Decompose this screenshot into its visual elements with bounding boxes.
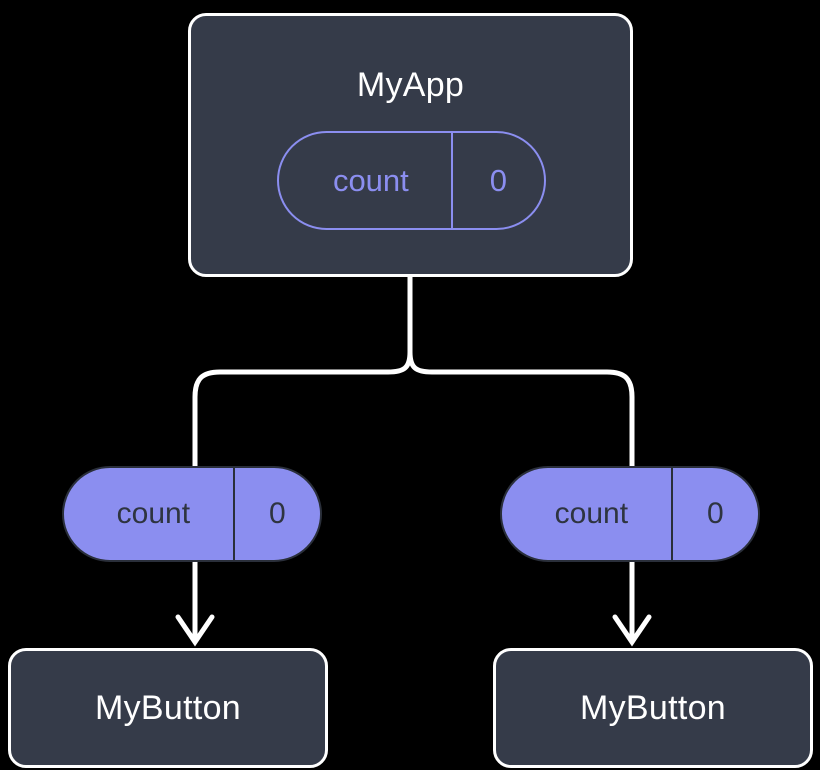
prop-pill-value: 0 <box>670 468 758 560</box>
component-node-child-1[interactable]: MyButton <box>493 648 813 768</box>
prop-pill-key: count <box>116 497 191 530</box>
arrow-head-right <box>612 614 652 647</box>
branch-edge-root-to-children <box>192 274 413 469</box>
component-node-root[interactable]: MyApp <box>188 13 633 277</box>
prop-pill-value: 0 <box>232 468 320 560</box>
state-pill-key: count <box>332 163 409 198</box>
component-label-mybutton: MyButton <box>94 689 242 727</box>
component-node-child-0[interactable]: MyButton <box>8 648 328 768</box>
prop-pill-child-1-count[interactable]: count 0 <box>500 466 760 562</box>
component-label-myapp: MyApp <box>356 66 465 104</box>
state-pill-root-count[interactable]: count 0 <box>277 131 546 230</box>
component-label-mybutton: MyButton <box>579 689 727 727</box>
prop-pill-child-0-count[interactable]: count 0 <box>62 466 322 562</box>
arrow-head-left <box>175 614 215 647</box>
state-pill-value: 0 <box>450 133 544 228</box>
prop-pill-key: count <box>554 497 629 530</box>
branch-edge-root-to-children-right <box>407 274 635 469</box>
